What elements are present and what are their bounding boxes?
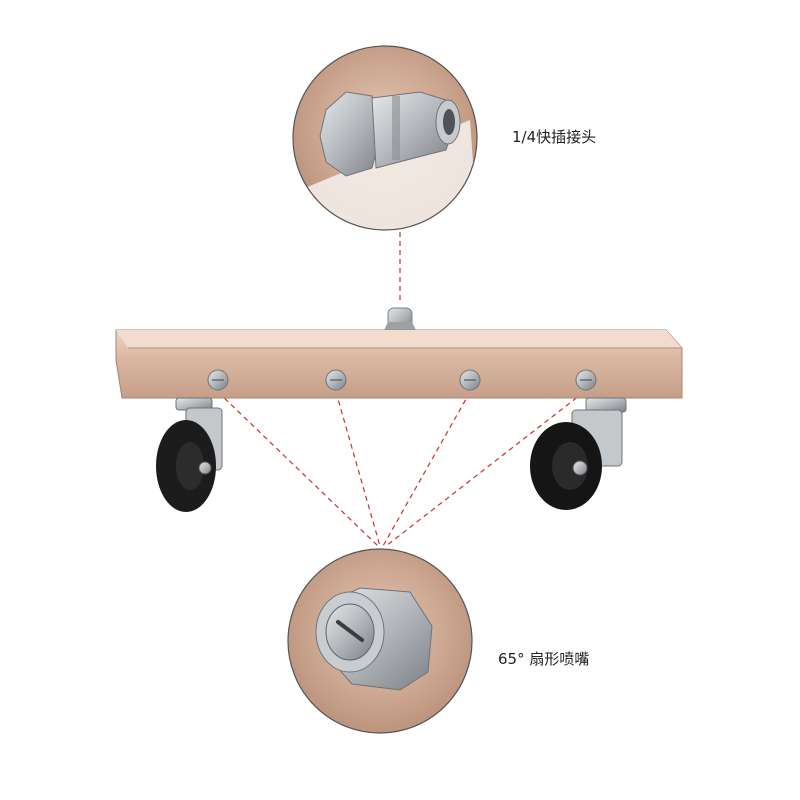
zoom-circle-connector — [292, 45, 478, 231]
leader-line-4 — [385, 391, 585, 547]
bar-nozzle-2 — [325, 369, 347, 391]
bar-nozzles — [207, 369, 597, 391]
bar-nozzle-4 — [575, 369, 597, 391]
leader-line-1 — [217, 391, 379, 547]
bar-nozzle-3 — [459, 369, 481, 391]
leader-lines — [217, 232, 585, 547]
leader-line-2 — [335, 391, 381, 547]
zoom-circle-nozzle — [287, 548, 473, 734]
quick-connector-icon — [319, 91, 461, 177]
surface-cleaner-bar — [115, 307, 683, 399]
callout-label-connector: 1/4快插接头 — [512, 128, 597, 146]
bar-nozzle-1 — [207, 369, 229, 391]
caster-wheel-icon — [156, 397, 223, 512]
callout-label-nozzle: 65° 扇形喷嘴 — [498, 650, 590, 668]
fan-nozzle-icon — [315, 587, 433, 691]
leader-line-3 — [382, 391, 471, 547]
caster-wheel-icon — [530, 397, 627, 510]
